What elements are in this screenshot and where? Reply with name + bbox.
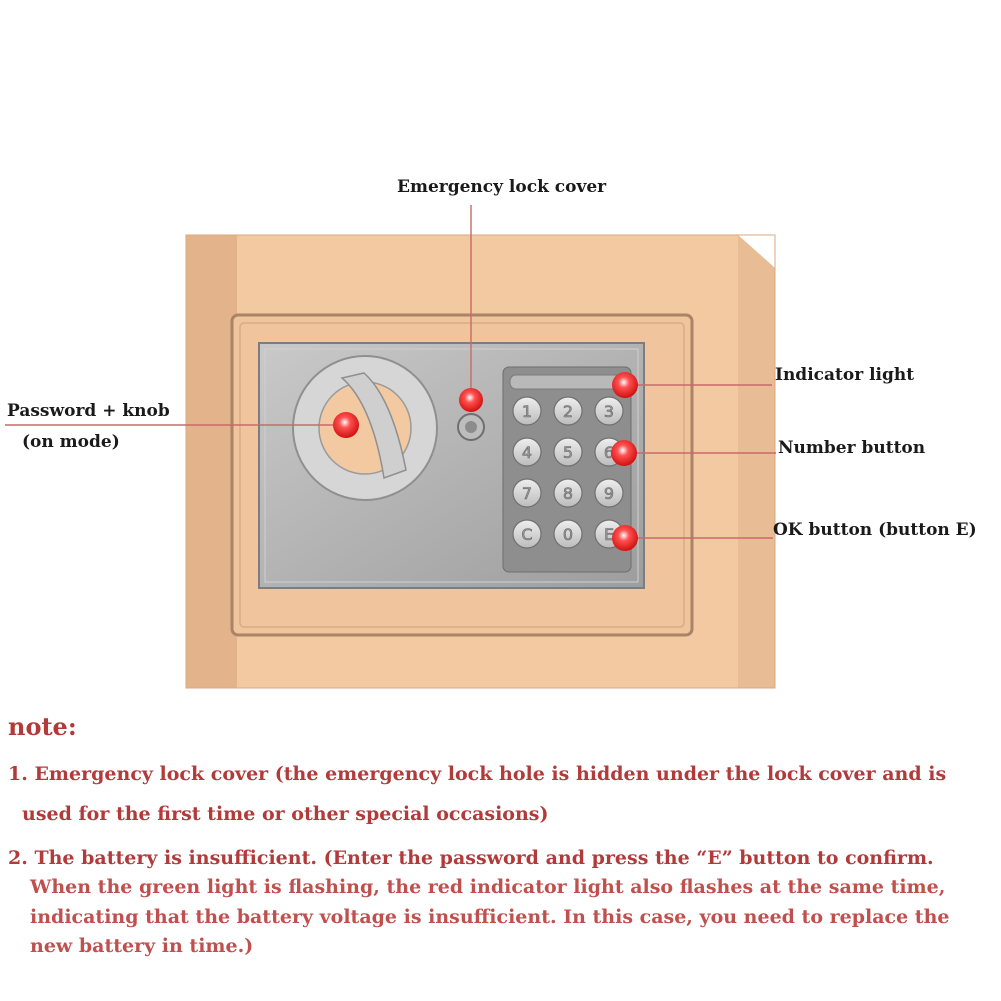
note-item2-line3: indicating that the battery voltage is i…	[30, 906, 950, 928]
number-button-label: Number button	[778, 438, 926, 458]
keypad-key-8	[553, 478, 583, 508]
keypad-key-4	[512, 437, 542, 467]
callout-lines	[5, 205, 776, 539]
callout-dots	[333, 372, 638, 551]
ok-callout-dot	[612, 525, 638, 551]
keypad-key-label: 5	[563, 443, 573, 462]
note-item2-line1: 2. The battery is insufficient. (Enter t…	[8, 847, 934, 869]
keypad-key-2	[553, 396, 583, 426]
keypad-key-1	[512, 396, 542, 426]
keypad-key-0	[553, 519, 583, 549]
keypad-key-label: 9	[604, 484, 614, 503]
keypad-key-5	[553, 437, 583, 467]
note-item1-line1: 1. Emergency lock cover (the emergency l…	[8, 763, 947, 785]
keypad-key-label: 2	[563, 402, 573, 421]
keypad-key-C	[512, 519, 542, 549]
knob-callout-dot	[333, 412, 359, 438]
keypad-key-label: 7	[522, 484, 532, 503]
keypad: 1 2 3 4 5 6 7 8 9C 0 E	[502, 366, 632, 573]
number-callout-dot	[611, 440, 637, 466]
indicator-light-label: Indicator light	[775, 365, 915, 385]
keypad-key-label: 6	[604, 443, 614, 462]
note-item2-line2: When the green light is flashing, the re…	[30, 876, 946, 898]
ok-button-label: OK button (button E)	[773, 520, 977, 540]
keypad-key-9	[594, 478, 624, 508]
emergency-callout-dot	[459, 388, 483, 412]
keypad-key-label: 0	[563, 525, 573, 544]
keypad-key-label: E	[604, 525, 614, 544]
keypad-key-label: 8	[563, 484, 573, 503]
note-item1-line2: used for the first time or other special…	[22, 803, 549, 825]
on-mode-label: (on mode)	[22, 432, 120, 452]
keypad-key-3	[594, 396, 624, 426]
keypad-key-label: 4	[522, 443, 532, 462]
keypad-key-label: C	[521, 525, 532, 544]
note-item2-line4: new battery in time.)	[30, 935, 254, 957]
note-title: note:	[8, 712, 77, 741]
keypad-key-label: 3	[604, 402, 614, 421]
keypad-key-label: 1	[522, 402, 532, 421]
emergency-lock-cover	[457, 413, 485, 441]
keypad-key-7	[512, 478, 542, 508]
emergency-lock-cover-label: Emergency lock cover	[397, 177, 607, 197]
knob	[292, 355, 438, 501]
password-knob-label: Password + knob	[7, 401, 170, 421]
indicator-callout-dot	[612, 372, 638, 398]
